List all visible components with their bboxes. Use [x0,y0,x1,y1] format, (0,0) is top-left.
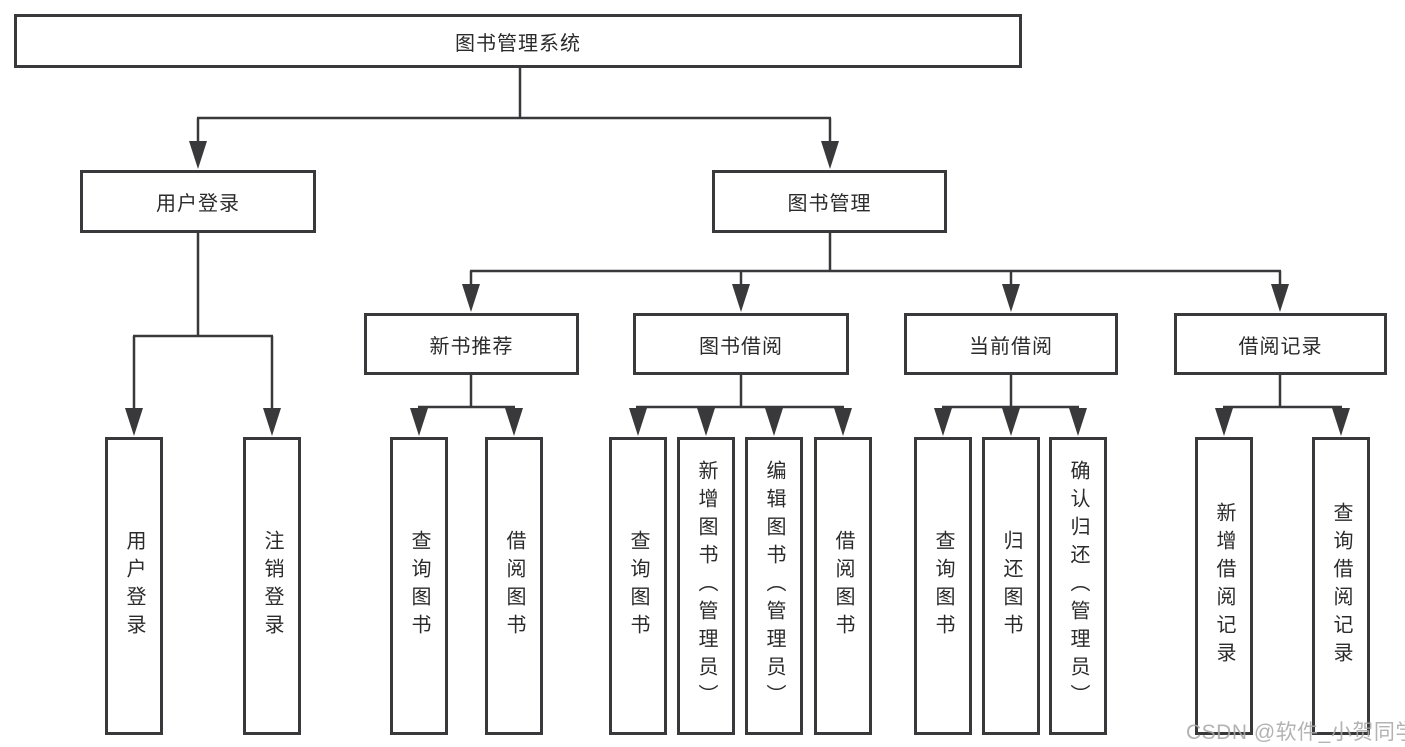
node-current-borrow: 当前借阅 [904,313,1118,375]
node-book-borrow: 图书借阅 [633,313,849,375]
leaf-borrow-books-recommend: 借阅图书 [485,437,543,735]
node-book-management: 图书管理 [712,170,947,233]
leaf-query-books-borrow: 查询图书 [609,437,667,735]
node-new-book-recommend: 新书推荐 [364,313,579,375]
node-borrow-records: 借阅记录 [1174,313,1387,375]
csdn-watermark: CSDN @软件_小贺同学 [1186,721,1405,744]
leaf-add-book-admin: 新增图书（管理员） [677,437,735,735]
node-root: 图书管理系统 [14,14,1022,68]
leaf-user-login: 用户登录 [105,437,163,735]
leaf-query-books-current: 查询图书 [914,437,972,735]
leaf-confirm-return-admin: 确认归还（管理员） [1049,437,1107,735]
leaf-edit-book-admin: 编辑图书（管理员） [745,437,803,735]
leaf-add-borrow-record: 新增借阅记录 [1195,437,1253,735]
leaf-query-borrow-record: 查询借阅记录 [1312,437,1370,735]
leaf-logout: 注销登录 [243,437,301,735]
node-user-login: 用户登录 [80,170,316,233]
leaf-query-books-recommend: 查询图书 [390,437,448,735]
leaf-return-book: 归还图书 [982,437,1040,735]
leaf-borrow-books-borrow: 借阅图书 [814,437,872,735]
